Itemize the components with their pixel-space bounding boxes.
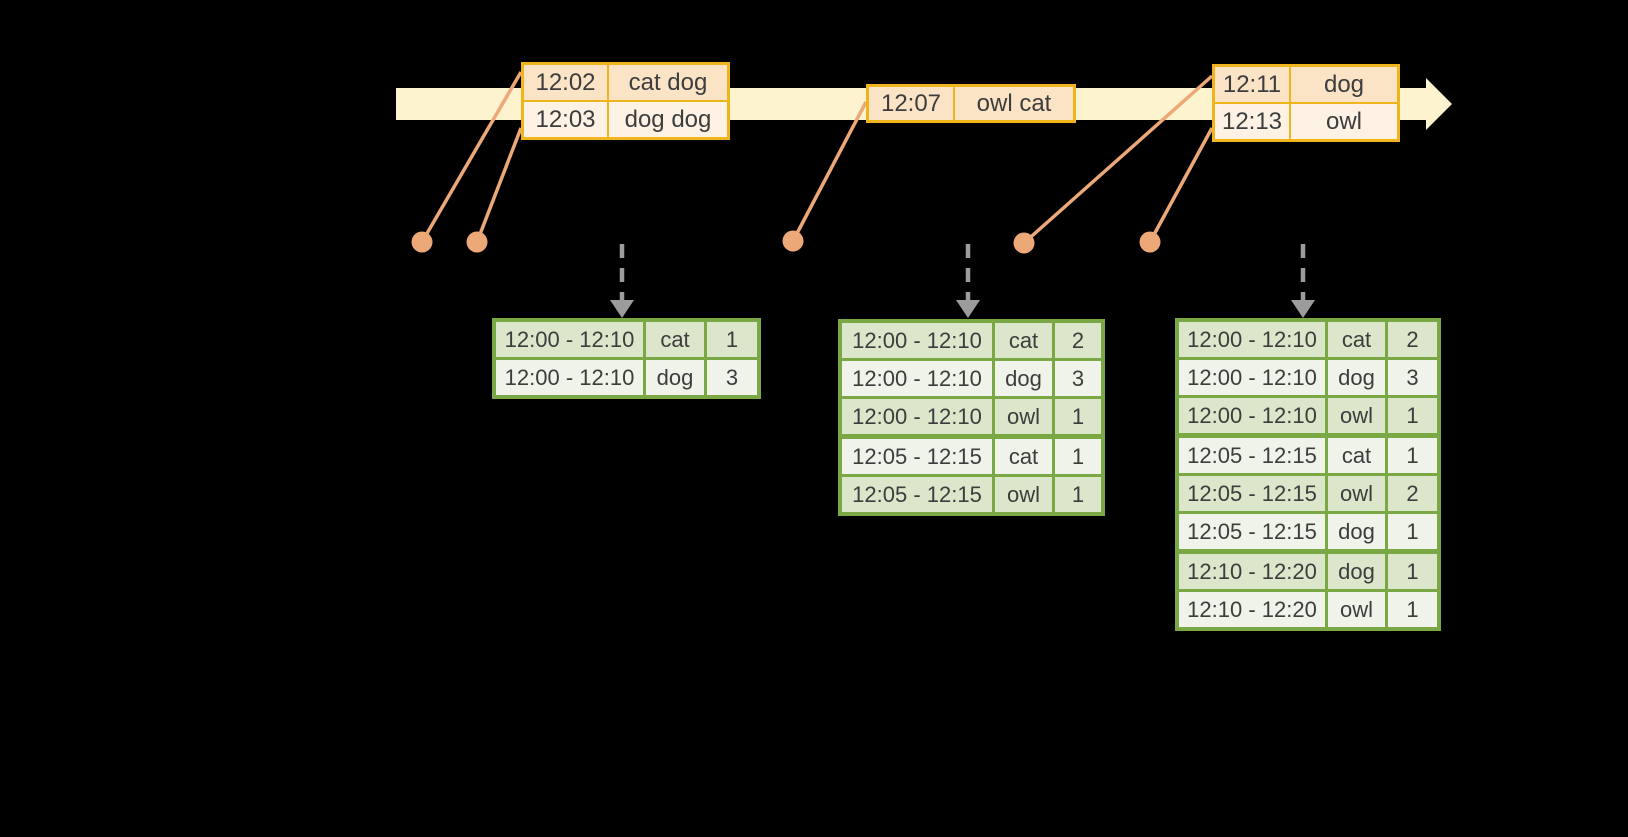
result-row: 12:00 - 12:10 owl 1: [1179, 398, 1437, 433]
event-time: 12:11: [1215, 67, 1289, 102]
event-dot-4: [1013, 232, 1035, 254]
result-word: dog: [1328, 554, 1385, 589]
event-table-2: 12:07 owl cat: [866, 84, 1076, 123]
result-count: 2: [1388, 322, 1437, 357]
result-window: 12:10 - 12:20: [1179, 554, 1325, 589]
event-time: 12:02: [524, 65, 607, 100]
result-table-3: 12:00 - 12:10 cat 2 12:00 - 12:10 dog 3 …: [1175, 318, 1441, 631]
result-row: 12:05 - 12:15 owl 2: [1179, 476, 1437, 511]
result-window: 12:00 - 12:10: [1179, 398, 1325, 433]
result-word: owl: [1328, 592, 1385, 627]
result-count: 1: [1055, 399, 1101, 434]
result-count: 3: [1055, 361, 1101, 396]
arrowhead-icon: [956, 300, 980, 318]
result-row: 12:00 - 12:10 cat 2: [842, 323, 1101, 358]
event-words: dog: [1291, 67, 1397, 102]
result-count: 2: [1388, 476, 1437, 511]
timeline-arrowhead-icon: [1426, 78, 1452, 130]
result-window: 12:00 - 12:10: [1179, 360, 1325, 395]
result-row: 12:00 - 12:10 dog 3: [1179, 360, 1437, 395]
event-dot-5: [1139, 231, 1161, 253]
connector-line-3: [791, 101, 868, 242]
result-window: 12:00 - 12:10: [1179, 322, 1325, 357]
arrowhead-icon: [610, 300, 634, 318]
connector-line-5: [1148, 127, 1214, 243]
result-window: 12:10 - 12:20: [1179, 592, 1325, 627]
event-dot-3: [782, 230, 804, 252]
result-word: cat: [646, 322, 704, 357]
result-count: 1: [707, 322, 757, 357]
event-time: 12:07: [869, 87, 953, 120]
event-words: dog dog: [609, 102, 727, 137]
result-window: 12:00 - 12:10: [842, 399, 992, 434]
result-count: 1: [1388, 592, 1437, 627]
event-table-1: 12:02 cat dog 12:03 dog dog: [521, 62, 730, 140]
result-count: 1: [1388, 554, 1437, 589]
event-table-3: 12:11 dog 12:13 owl: [1212, 64, 1400, 142]
event-time: 12:03: [524, 102, 607, 137]
result-window: 12:05 - 12:15: [1179, 514, 1325, 549]
event-row: 12:03 dog dog: [524, 102, 727, 137]
result-table-1: 12:00 - 12:10 cat 1 12:00 - 12:10 dog 3: [492, 318, 761, 399]
connector-line-2: [475, 127, 523, 243]
result-word: owl: [995, 477, 1052, 512]
event-time: 12:13: [1215, 104, 1289, 139]
result-count: 2: [1055, 323, 1101, 358]
trigger-arrow-1: [610, 244, 634, 318]
result-row: 12:05 - 12:15 owl 1: [842, 477, 1101, 512]
result-window: 12:00 - 12:10: [842, 323, 992, 358]
result-word: cat: [995, 439, 1052, 474]
result-window: 12:05 - 12:15: [1179, 476, 1325, 511]
result-count: 1: [1055, 439, 1101, 474]
result-count: 3: [707, 360, 757, 395]
result-row: 12:10 - 12:20 dog 1: [1179, 554, 1437, 589]
result-row: 12:05 - 12:15 cat 1: [842, 439, 1101, 474]
result-row: 12:00 - 12:10 dog 3: [496, 360, 757, 395]
result-word: cat: [1328, 322, 1385, 357]
event-words: owl: [1291, 104, 1397, 139]
result-count: 1: [1055, 477, 1101, 512]
trigger-arrow-3: [1291, 244, 1315, 318]
result-row: 12:00 - 12:10 dog 3: [842, 361, 1101, 396]
connector-line-1: [420, 71, 523, 243]
result-row: 12:00 - 12:10 cat 2: [1179, 322, 1437, 357]
result-count: 1: [1388, 398, 1437, 433]
result-count: 3: [1388, 360, 1437, 395]
result-row: 12:00 - 12:10 owl 1: [842, 399, 1101, 434]
result-word: owl: [1328, 398, 1385, 433]
result-window: 12:05 - 12:15: [1179, 438, 1325, 473]
result-word: dog: [646, 360, 704, 395]
result-count: 1: [1388, 514, 1437, 549]
result-window: 12:00 - 12:10: [842, 361, 992, 396]
result-word: cat: [995, 323, 1052, 358]
connector-line-4: [1022, 74, 1214, 245]
result-window: 12:05 - 12:15: [842, 439, 992, 474]
result-count: 1: [1388, 438, 1437, 473]
result-word: cat: [1328, 438, 1385, 473]
result-table-2: 12:00 - 12:10 cat 2 12:00 - 12:10 dog 3 …: [838, 319, 1105, 516]
event-row: 12:11 dog: [1215, 67, 1397, 102]
result-row: 12:00 - 12:10 cat 1: [496, 322, 757, 357]
result-word: dog: [1328, 514, 1385, 549]
event-dot-1: [411, 231, 433, 253]
result-word: dog: [995, 361, 1052, 396]
result-word: dog: [1328, 360, 1385, 395]
event-words: cat dog: [609, 65, 727, 100]
event-dot-2: [466, 231, 488, 253]
event-row: 12:13 owl: [1215, 104, 1397, 139]
result-window: 12:00 - 12:10: [496, 360, 643, 395]
result-window: 12:05 - 12:15: [842, 477, 992, 512]
result-window: 12:00 - 12:10: [496, 322, 643, 357]
event-row: 12:07 owl cat: [869, 87, 1073, 120]
event-row: 12:02 cat dog: [524, 65, 727, 100]
arrowhead-icon: [1291, 300, 1315, 318]
trigger-arrow-2: [956, 244, 980, 318]
result-word: owl: [1328, 476, 1385, 511]
result-row: 12:05 - 12:15 dog 1: [1179, 514, 1437, 549]
result-row: 12:05 - 12:15 cat 1: [1179, 438, 1437, 473]
result-word: owl: [995, 399, 1052, 434]
event-words: owl cat: [955, 87, 1073, 120]
result-row: 12:10 - 12:20 owl 1: [1179, 592, 1437, 627]
